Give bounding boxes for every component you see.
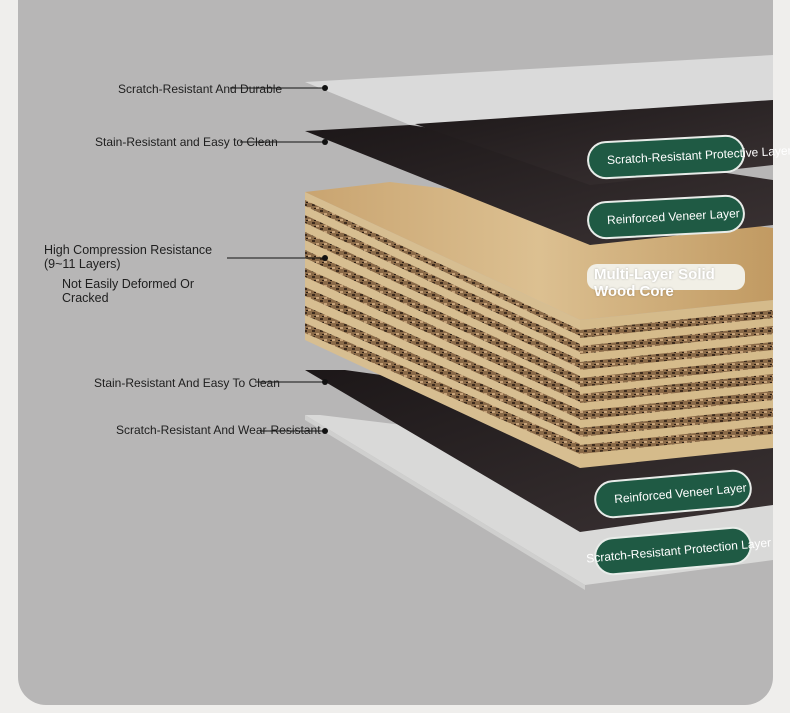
tag-wood-core: Multi-Layer Solid Wood Core xyxy=(594,266,715,300)
label-core-deformation: Not Easily Deformed Or Cracked xyxy=(62,277,194,305)
top-protective-layer xyxy=(305,55,773,125)
leader-dots xyxy=(322,85,328,434)
label-top-scratch-resistant: Scratch-Resistant And Durable xyxy=(118,82,283,96)
label-bottom-stain-resistant: Stain-Resistant And Easy To Clean xyxy=(94,376,280,390)
label-core-compression: High Compression Resistance (9~11 Layers… xyxy=(44,243,213,271)
label-top-stain-resistant: Stain-Resistant and Easy to Clean xyxy=(95,135,278,149)
label-bottom-wear-resistant: Scratch-Resistant And Wear-Resistant xyxy=(116,423,321,437)
tag-core-background xyxy=(587,264,745,290)
leader-lines xyxy=(227,87,325,432)
